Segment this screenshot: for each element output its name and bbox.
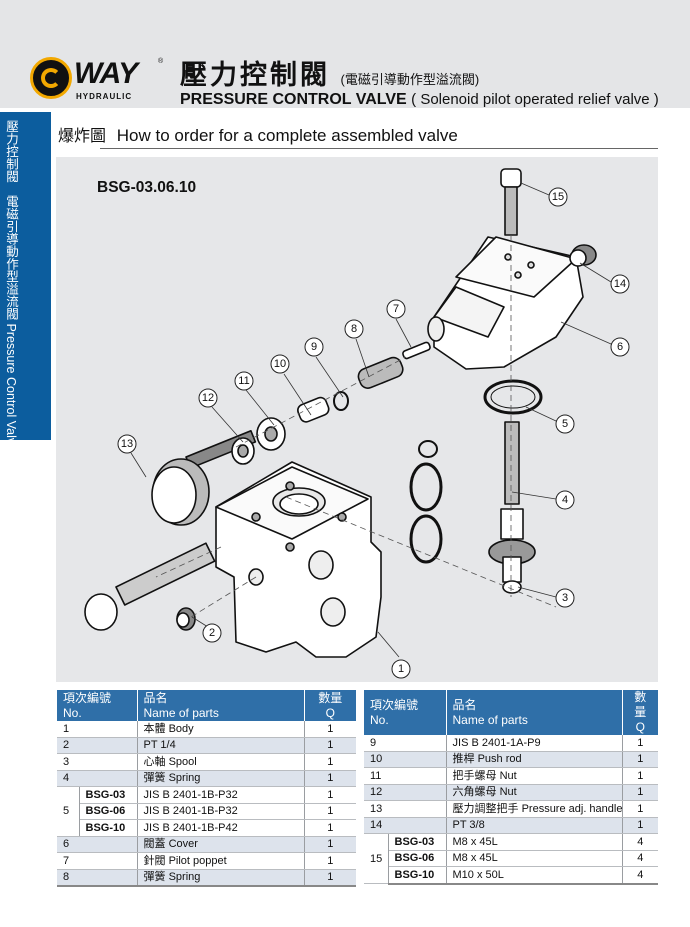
svg-text:6: 6	[617, 341, 623, 353]
section-heading-zh: 爆炸圖	[58, 128, 107, 145]
callout-9: 9	[304, 337, 324, 357]
callout-10: 10	[270, 354, 290, 374]
header-band	[0, 0, 690, 108]
logo-emblem-icon	[30, 57, 72, 99]
leader-lines	[130, 182, 612, 658]
svg-text:9: 9	[311, 341, 317, 353]
callout-5: 5	[555, 414, 575, 434]
poppet-7	[402, 341, 431, 360]
svg-text:15: 15	[552, 191, 564, 203]
plug-2-part	[176, 607, 196, 631]
section-heading: 爆炸圖 How to order for a complete assemble…	[58, 126, 658, 147]
callout-11: 11	[234, 371, 254, 391]
svg-text:11: 11	[238, 375, 249, 387]
logo-subtitle: HYDRAULIC	[76, 92, 133, 101]
callout-6: 6	[610, 337, 630, 357]
spring-4	[504, 421, 520, 505]
nut-12-part	[231, 437, 255, 465]
svg-text:10: 10	[274, 358, 286, 370]
title-en: PRESSURE CONTROL VALVE	[180, 91, 407, 108]
model-number: BSG-03.06.10	[97, 179, 197, 196]
callout-14: 14	[610, 274, 630, 294]
svg-text:8: 8	[351, 323, 357, 335]
exploded-diagram: BSG-03.06.10	[56, 157, 658, 682]
side-tab: 壓力控制閥 電磁引導動作型溢流閥 Pressure Control Valve …	[0, 112, 51, 440]
bolt-15-part	[500, 168, 522, 236]
side-tab-label: 壓力控制閥 電磁引導動作型溢流閥 Pressure Control Valve …	[4, 120, 18, 440]
svg-text:13: 13	[121, 438, 133, 450]
svg-text:12: 12	[202, 392, 214, 404]
svg-text:5: 5	[562, 418, 568, 430]
oway-logo: WAY HYDRAULIC	[30, 55, 170, 105]
plug-14-part	[569, 244, 597, 267]
callout-7: 7	[386, 299, 406, 319]
callout-13: 13	[117, 434, 137, 454]
callout-8: 8	[344, 319, 364, 339]
callout-12: 12	[198, 388, 218, 408]
svg-text:1: 1	[398, 663, 404, 675]
nut-11-part	[256, 417, 286, 451]
ring-9	[333, 391, 349, 411]
section-divider	[100, 148, 658, 149]
registered-mark: ®	[158, 58, 164, 65]
callout-2: 2	[202, 623, 222, 643]
page-title-zh: 壓力控制閥 (電磁引導動作型溢流閥)	[180, 60, 479, 95]
svg-text:3: 3	[562, 592, 568, 604]
svg-text:14: 14	[614, 278, 626, 290]
body-part	[215, 461, 382, 658]
title-zh: 壓力控制閥	[180, 60, 330, 90]
callout-15: 15	[548, 187, 568, 207]
push-rod-10-part	[297, 396, 330, 423]
svg-text:2: 2	[209, 627, 215, 639]
callout-1: 1	[391, 659, 411, 679]
subtitle-en: ( Solenoid pilot operated relief valve )	[411, 91, 659, 108]
exploded-view-drawing: 1 2 3 4 5 6 7 8 9 10 11 12 13 14 15	[84, 168, 630, 679]
subtitle-zh: (電磁引導動作型溢流閥)	[340, 72, 480, 87]
callout-3: 3	[555, 588, 575, 608]
cover-part	[427, 236, 584, 370]
o-ring-5	[483, 379, 543, 415]
logo-wordmark: WAY	[74, 59, 138, 89]
page-title-en: PRESSURE CONTROL VALVE ( Solenoid pilot …	[180, 91, 659, 108]
spool-3-part	[488, 508, 536, 594]
callout-4: 4	[555, 490, 575, 510]
section-heading-en: How to order for a complete assembled va…	[116, 126, 458, 145]
svg-text:7: 7	[393, 303, 399, 315]
svg-text:4: 4	[562, 494, 568, 506]
